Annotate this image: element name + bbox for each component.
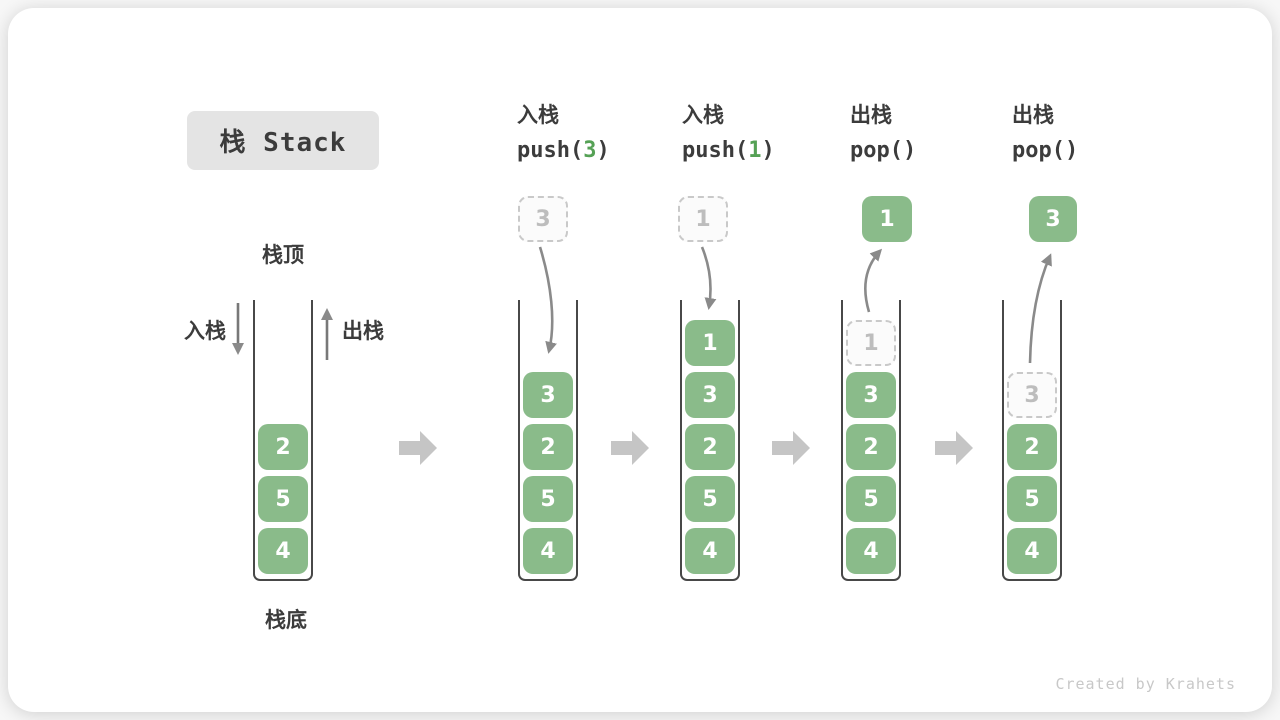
code-suffix: ): [596, 138, 610, 163]
stack-cell: 2: [1007, 424, 1057, 470]
stack-cell: 4: [685, 528, 735, 574]
op-label: 入栈: [682, 104, 724, 127]
stack-cell: 4: [258, 528, 308, 574]
op-column-pop1: 出栈 pop(): [850, 103, 1000, 164]
ghost-cell: 1: [846, 320, 896, 366]
op-column-push1: 入栈 push(1): [682, 103, 832, 164]
floating-value-box: 3: [1029, 196, 1077, 242]
label-stack-top: 栈顶: [262, 244, 304, 267]
op-label: 出栈: [1012, 104, 1054, 127]
floating-value-box: 1: [678, 196, 728, 242]
code-suffix: ): [761, 138, 775, 163]
stack-cell: 2: [258, 424, 308, 470]
stack-cell: 1: [685, 320, 735, 366]
op-code: push(1): [682, 138, 832, 164]
stack-cell: 5: [685, 476, 735, 522]
ghost-cell: 3: [1007, 372, 1057, 418]
stack-container: [680, 300, 740, 581]
stack-cell: 3: [685, 372, 735, 418]
code-prefix: push(: [682, 138, 749, 163]
stack-cell: 3: [846, 372, 896, 418]
code-arg: 1: [748, 138, 762, 163]
stack-cell: 4: [1007, 528, 1057, 574]
code-prefix: pop(): [850, 138, 917, 163]
op-column-push3: 入栈 push(3): [517, 103, 667, 164]
stack-cell: 5: [1007, 476, 1057, 522]
stack-cell: 2: [685, 424, 735, 470]
op-label: 出栈: [850, 104, 892, 127]
stack-cell: 3: [523, 372, 573, 418]
stack-cell: 5: [846, 476, 896, 522]
stack-cell: 2: [523, 424, 573, 470]
code-prefix: push(: [517, 138, 584, 163]
op-code: pop(): [850, 138, 1000, 164]
stack-cell: 4: [846, 528, 896, 574]
stack-cell: 5: [523, 476, 573, 522]
op-label: 入栈: [517, 104, 559, 127]
code-prefix: pop(): [1012, 138, 1079, 163]
title-badge: 栈 Stack: [187, 111, 379, 170]
label-pop: 出栈: [342, 320, 384, 343]
page-title: 栈 Stack: [219, 128, 347, 158]
floating-value-box: 3: [518, 196, 568, 242]
code-arg: 3: [583, 138, 597, 163]
stack-container: [1002, 300, 1062, 581]
stack-cell: 2: [846, 424, 896, 470]
label-push: 入栈: [184, 320, 226, 343]
stack-cell: 5: [258, 476, 308, 522]
floating-value-box: 1: [862, 196, 912, 242]
watermark: Created by Krahets: [1055, 675, 1236, 693]
stack-container: [253, 300, 313, 581]
stack-container: [841, 300, 901, 581]
stack-container: [518, 300, 578, 581]
label-stack-bottom: 栈底: [265, 609, 307, 632]
op-column-pop2: 出栈 pop(): [1012, 103, 1162, 164]
stack-cell: 4: [523, 528, 573, 574]
op-code: pop(): [1012, 138, 1162, 164]
op-code: push(3): [517, 138, 667, 164]
